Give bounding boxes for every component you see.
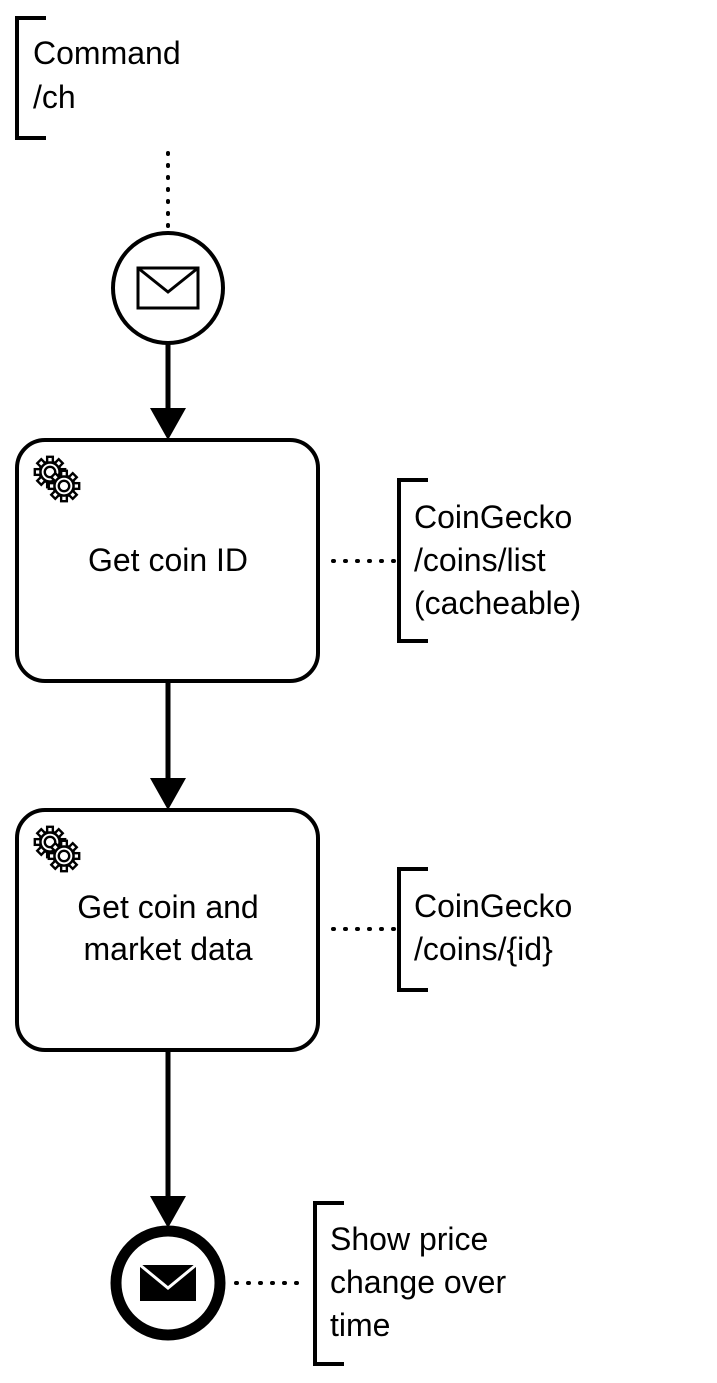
annotation-line: Show price <box>330 1221 488 1257</box>
service-task-get-coin-and-market-data[interactable]: Get coin and market data <box>15 808 320 1052</box>
sequence-flow <box>150 1052 186 1228</box>
annotation-bracket <box>313 1201 344 1366</box>
annotation-line: /ch <box>33 79 76 115</box>
service-task-get-coin-id[interactable]: Get coin ID <box>15 438 320 683</box>
annotation-line: Command <box>33 35 181 71</box>
annotation-bracket <box>15 16 46 140</box>
annotation-bracket <box>397 478 428 643</box>
annotation-line: time <box>330 1307 390 1343</box>
envelope-filled-icon <box>139 1263 197 1301</box>
end-annotation: Show price change over time <box>313 1201 506 1366</box>
annotation-line: /coins/{id} <box>414 931 553 967</box>
task1-annotation: CoinGecko /coins/list (cacheable) <box>397 478 581 643</box>
annotation-line: /coins/list <box>414 542 546 578</box>
message-start-event[interactable] <box>111 231 225 345</box>
message-end-event[interactable] <box>110 1225 226 1341</box>
task-label: market data <box>84 931 253 967</box>
sequence-flow <box>150 344 186 440</box>
task-label: Get coin ID <box>88 542 248 578</box>
start-annotation: Command /ch <box>15 16 181 140</box>
sequence-flow <box>150 683 186 810</box>
annotation-line: (cacheable) <box>414 585 581 621</box>
annotation-line: change over <box>330 1264 506 1300</box>
task2-annotation: CoinGecko /coins/{id} <box>397 867 572 992</box>
task-label: Get coin and <box>77 889 258 925</box>
envelope-outline-icon <box>136 266 200 310</box>
annotation-line: CoinGecko <box>414 499 572 535</box>
annotation-line: CoinGecko <box>414 888 572 924</box>
annotation-bracket <box>397 867 428 992</box>
